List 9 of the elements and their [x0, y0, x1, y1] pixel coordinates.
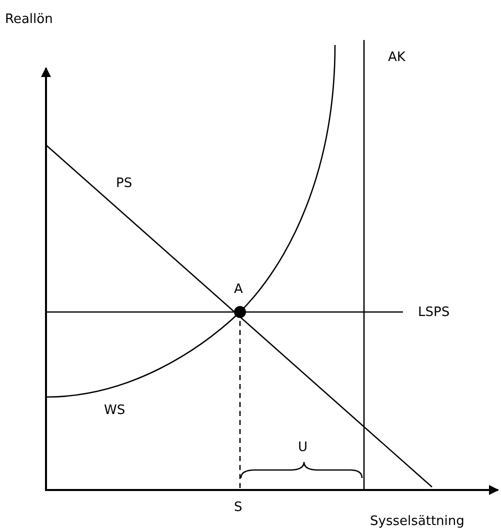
curve-label: AK — [388, 50, 406, 66]
curve-label: U — [298, 440, 308, 456]
curve-label: S — [234, 500, 242, 516]
axis-label: Reallön — [5, 12, 53, 28]
curve-label: LSPS — [418, 305, 450, 321]
axis-label: Sysselsättning — [370, 514, 464, 530]
curve-label: PS — [116, 176, 132, 192]
curve-label: WS — [104, 403, 126, 419]
curve-label: A — [234, 282, 243, 298]
